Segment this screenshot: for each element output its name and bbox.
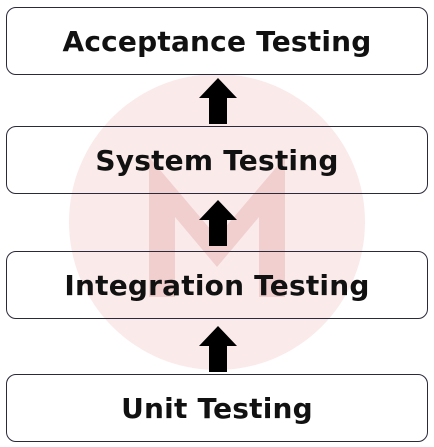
unit-testing-box: Unit Testing [6, 374, 428, 442]
acceptance-testing-box: Acceptance Testing [6, 7, 428, 75]
up-arrow-icon [199, 326, 237, 372]
unit-testing-label: Unit Testing [121, 391, 313, 425]
system-testing-box: System Testing [6, 126, 428, 194]
integration-testing-box: Integration Testing [6, 251, 428, 319]
acceptance-testing-label: Acceptance Testing [62, 24, 372, 58]
integration-testing-label: Integration Testing [64, 268, 370, 302]
up-arrow-icon [199, 200, 237, 246]
up-arrow-icon [199, 78, 237, 124]
system-testing-label: System Testing [95, 143, 339, 177]
